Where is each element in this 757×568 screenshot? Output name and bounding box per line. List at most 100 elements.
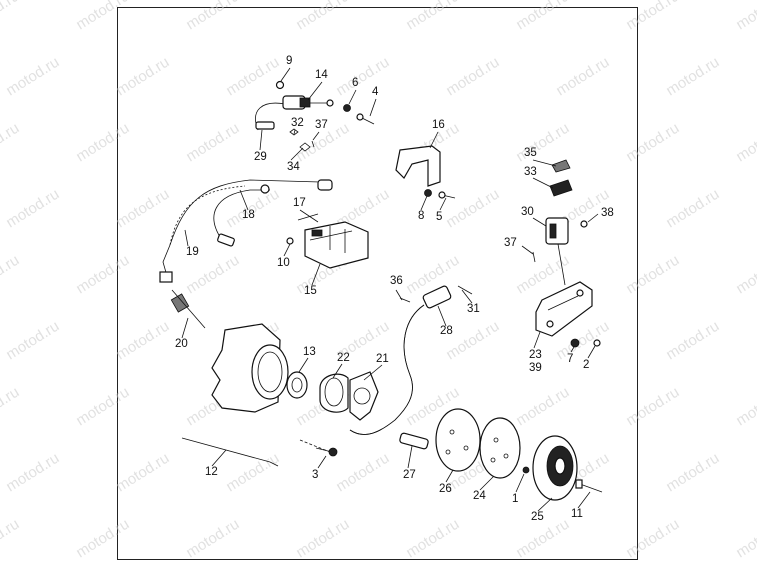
watermark-text: motod.ru	[293, 0, 352, 33]
watermark-text: motod.ru	[403, 252, 462, 298]
part-6-nut	[343, 104, 351, 112]
leader-line	[239, 189, 249, 211]
leader-line	[298, 357, 309, 373]
part-27-sleeve	[399, 432, 429, 450]
leader-line	[184, 229, 189, 247]
part-3-bolt	[299, 439, 338, 457]
leader-line	[420, 195, 428, 211]
part-36-clip	[399, 297, 411, 303]
part-24-plate	[479, 417, 521, 479]
leader-line	[181, 317, 189, 339]
callout-label-35: 35	[524, 147, 537, 159]
leader-line	[317, 455, 327, 469]
leader-line	[369, 98, 377, 117]
callout-label-36: 36	[390, 275, 403, 287]
watermark-text: motod.ru	[73, 516, 132, 562]
leader-line	[461, 289, 473, 304]
watermark-text: motod.ru	[183, 516, 242, 562]
watermark-text: motod.ru	[73, 252, 132, 298]
leader-line	[577, 491, 591, 509]
part-37-pin-right	[532, 251, 536, 263]
part-15-module	[304, 221, 369, 269]
part-20-sensor	[159, 271, 206, 329]
part-2-screw	[593, 339, 601, 347]
leader-line	[532, 177, 554, 189]
part-23-regulator	[535, 281, 593, 337]
callout-label-23: 23	[529, 349, 542, 361]
leader-line	[332, 363, 343, 379]
callout-label-39: 39	[529, 362, 542, 374]
watermark-text: motod.ru	[403, 0, 462, 33]
callout-label-2: 2	[583, 359, 589, 371]
watermark-text: motod.ru	[113, 318, 172, 364]
watermark-text: motod.ru	[513, 0, 572, 33]
leader-line	[363, 364, 383, 381]
callout-label-28: 28	[440, 325, 453, 337]
callout-label-10: 10	[277, 257, 290, 269]
callout-label-4: 4	[372, 86, 379, 98]
watermark-text: motod.ru	[733, 384, 757, 430]
leader-line	[537, 497, 553, 512]
watermark-text: motod.ru	[733, 516, 757, 562]
watermark-text: motod.ru	[0, 252, 22, 298]
watermark-text: motod.ru	[113, 450, 172, 496]
part-drawings	[159, 80, 603, 501]
callout-label-30: 30	[521, 206, 534, 218]
watermark-text: motod.ru	[663, 186, 722, 232]
callout-label-33: 33	[524, 166, 537, 178]
callout-label-1: 1	[512, 493, 518, 505]
part-25-pulley	[532, 435, 578, 501]
watermark-text: motod.ru	[183, 120, 242, 166]
callout-label-6: 6	[352, 77, 358, 89]
part-10-screw	[286, 237, 294, 245]
watermark-text: motod.ru	[183, 252, 242, 298]
watermark-text: motod.ru	[443, 186, 502, 232]
part-21-stator	[349, 371, 379, 421]
leader-line	[587, 345, 596, 359]
watermark-text: motod.ru	[733, 0, 757, 33]
watermark-text: motod.ru	[623, 384, 682, 430]
leader-line	[395, 289, 403, 301]
callout-label-24: 24	[473, 490, 486, 502]
callout-label-27: 27	[403, 469, 416, 481]
part-8-washer	[424, 189, 432, 197]
watermark-text: motod.ru	[333, 450, 392, 496]
watermark-text: motod.ru	[0, 0, 22, 33]
callout-label-12: 12	[205, 466, 218, 478]
callout-label-38: 38	[601, 207, 614, 219]
watermark-text: motod.ru	[3, 450, 62, 496]
watermark-text: motod.ru	[113, 54, 172, 100]
part-35-cap	[551, 159, 571, 173]
watermark-text: motod.ru	[663, 318, 722, 364]
watermark-text: motod.ru	[0, 384, 22, 430]
callout-label-5: 5	[436, 211, 442, 223]
callout-label-18: 18	[242, 209, 255, 221]
part-31-screw	[457, 285, 473, 295]
callout-label-13: 13	[303, 346, 316, 358]
watermark-text: motod.ru	[663, 54, 722, 100]
part-30-plug	[545, 217, 569, 286]
watermark-text: motod.ru	[3, 54, 62, 100]
watermark-text: motod.ru	[73, 0, 132, 33]
part-11-bolt	[575, 479, 603, 493]
part-37-pin	[311, 140, 315, 148]
watermark-text: motod.ru	[293, 516, 352, 562]
part-32-clip	[289, 128, 299, 136]
engine-cover	[211, 323, 289, 413]
part-13-bushing	[286, 371, 308, 399]
part-34-clip	[299, 142, 311, 152]
leader-line	[312, 131, 320, 141]
leader-line	[532, 159, 557, 167]
watermark-text: motod.ru	[623, 120, 682, 166]
leader-lines	[181, 67, 599, 512]
callout-label-25: 25	[531, 511, 544, 523]
watermark-text: motod.ru	[623, 0, 682, 33]
watermark-text: motod.ru	[3, 186, 62, 232]
leader-line	[587, 213, 599, 223]
callout-label-14: 14	[315, 69, 328, 81]
leader-line	[479, 475, 495, 491]
callout-label-37: 37	[504, 237, 517, 249]
leader-line	[211, 449, 227, 467]
watermark-text: motod.ru	[333, 54, 392, 100]
